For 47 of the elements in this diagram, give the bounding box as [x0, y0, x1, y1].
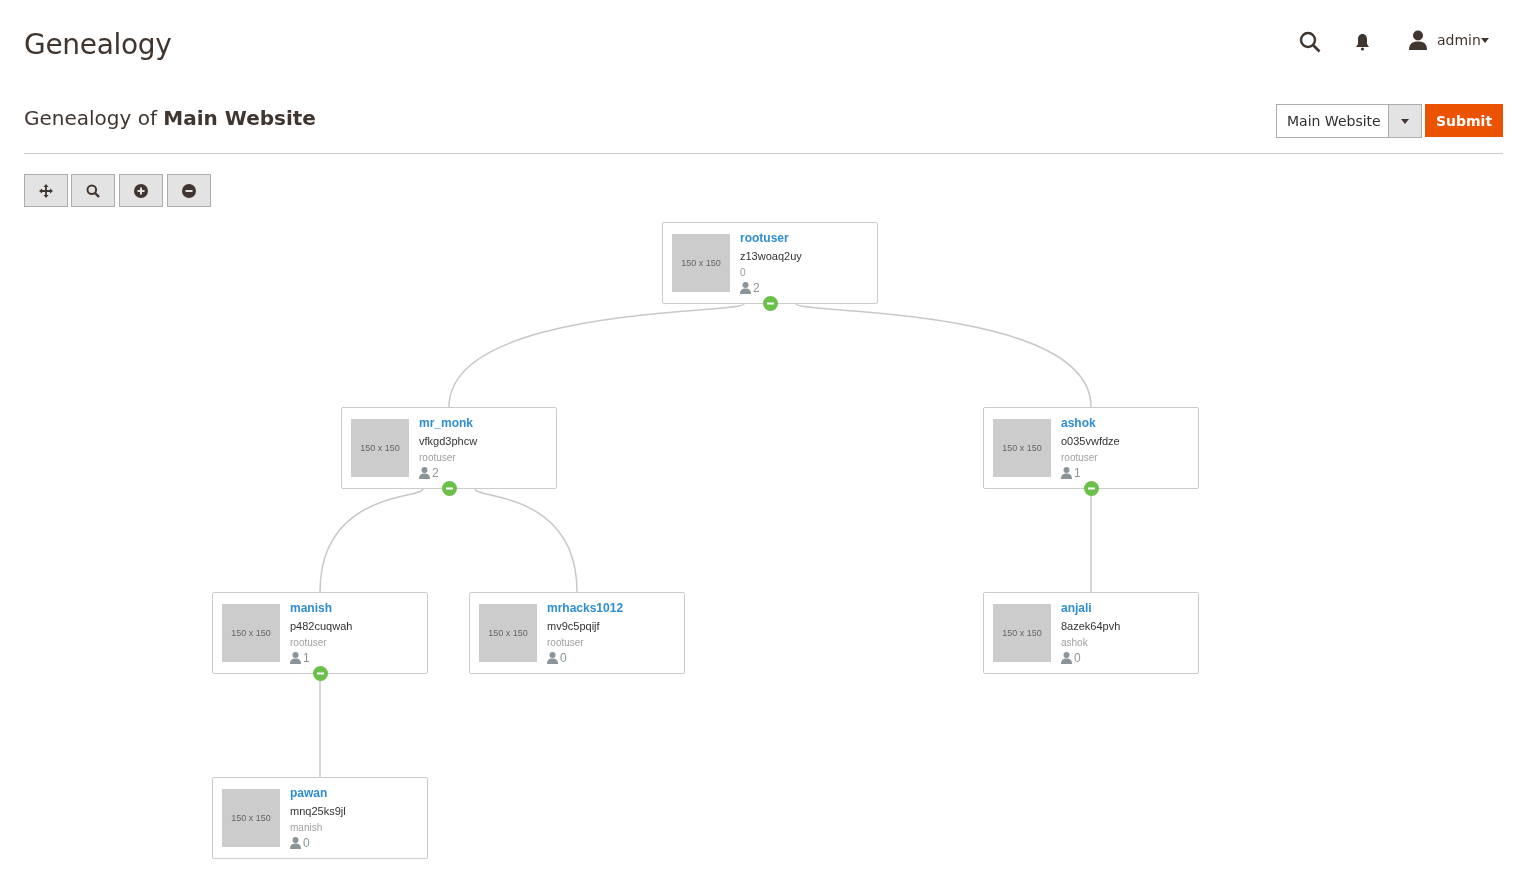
tree-connector [319, 488, 424, 593]
member-name: ashok [1061, 416, 1097, 431]
member-name: manish [290, 601, 333, 616]
member-code: z13woaq2uy [740, 249, 803, 264]
member-name: anjali [1061, 601, 1093, 616]
image-size-label: 150 x 150 [1002, 443, 1042, 453]
image-size-label: 150 x 150 [360, 443, 400, 453]
member-name: mrhacks1012 [547, 601, 625, 616]
member-card [212, 777, 428, 859]
member-code: mnq25ks9jl [290, 804, 347, 819]
tree-connector [474, 488, 578, 593]
sponsor-name: rootuser [1061, 452, 1099, 464]
website-select: Main Website [1276, 104, 1422, 138]
image-size-label: 150 x 150 [231, 628, 271, 638]
children-count: 2 [753, 281, 760, 295]
member-code: o035vwfdze [1061, 434, 1121, 449]
member-code: 8azek64pvh [1061, 619, 1122, 634]
children-count: 0 [303, 836, 310, 850]
section-heading: Genealogy of Main Website [24, 106, 316, 130]
member-name: pawan [290, 786, 329, 801]
children-count: 1 [303, 651, 310, 665]
member-name: mr_monk [419, 416, 475, 431]
tree-connector [448, 303, 745, 408]
username-label: admin [1437, 32, 1481, 48]
member-code: mv9c5pqijf [547, 619, 601, 634]
sponsor-name: rootuser [419, 452, 457, 464]
sponsor-name: rootuser [547, 637, 585, 649]
submit-button: Submit [1425, 104, 1503, 137]
children-count: 2 [432, 466, 439, 480]
tree-connector [795, 303, 1092, 408]
member-name: rootuser [740, 231, 790, 246]
image-size-label: 150 x 150 [231, 813, 271, 823]
sponsor-name: manish [290, 822, 324, 834]
image-size-label: 150 x 150 [1002, 628, 1042, 638]
image-size-label: 150 x 150 [681, 258, 721, 268]
children-count: 1 [1074, 466, 1081, 480]
member-code: vfkgd3phcw [419, 434, 479, 449]
children-count: 0 [560, 651, 567, 665]
children-count: 0 [1074, 651, 1081, 665]
sponsor-name: 0 [740, 267, 747, 279]
sponsor-name: ashok [1061, 637, 1089, 649]
sponsor-name: rootuser [290, 637, 328, 649]
member-card [469, 592, 685, 674]
image-size-label: 150 x 150 [488, 628, 528, 638]
member-card [983, 592, 1199, 674]
page-title: Genealogy [24, 28, 172, 61]
member-code: p482cuqwah [290, 619, 354, 634]
